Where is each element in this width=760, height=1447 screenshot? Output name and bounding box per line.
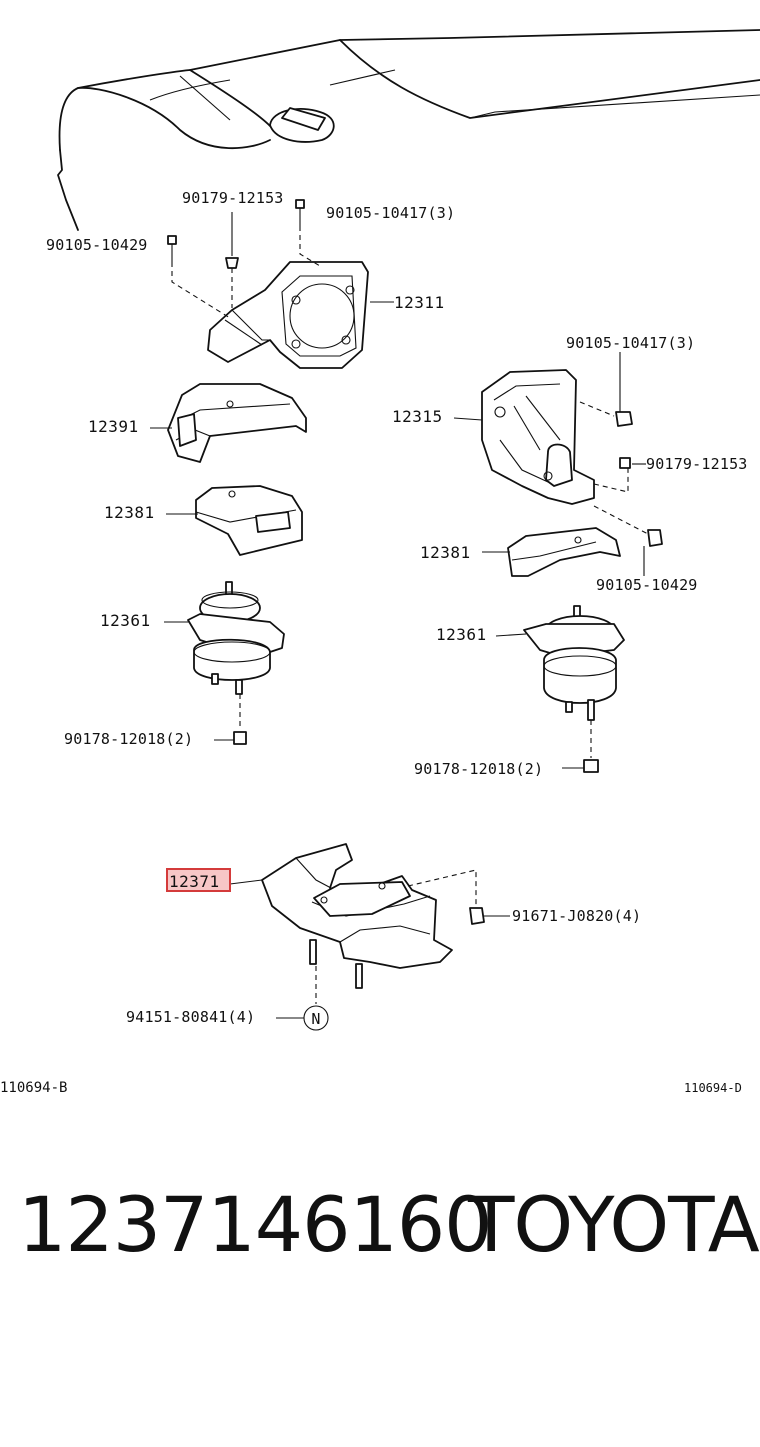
label-12381-left[interactable]: 12381 [104,503,155,522]
circle-n-marker [303,1005,329,1031]
footer: 1237146160 TOYOTA [0,1180,760,1290]
right-fasteners-drawing [579,352,663,576]
brand-name: TOYOTA [468,1180,760,1269]
label-90178-12018-left[interactable]: 90178-12018(2) [64,730,193,748]
label-90179-12153-top[interactable]: 90179-12153 [182,189,284,207]
cover-12391-drawing [167,383,307,463]
label-12361-right[interactable]: 12361 [436,625,487,644]
bracket-12371-drawing [261,843,485,1004]
bracket-12315-drawing [481,369,595,505]
label-90178-12018-right[interactable]: 90178-12018(2) [414,760,543,778]
mount-12361-left-drawing [187,581,285,745]
highlight-background [167,869,230,891]
label-12361-left[interactable]: 12361 [100,611,151,630]
label-12391[interactable]: 12391 [88,417,139,436]
label-12315[interactable]: 12315 [392,407,443,426]
top-fasteners-drawing [167,199,321,319]
label-12371[interactable]: 12371 [169,872,220,891]
bracket-12311-drawing [207,261,369,369]
plate-12381-left-drawing [195,485,303,556]
parts-diagram: N 90179-12153 90105-10417(3) 90105-10429… [0,29,760,1096]
mount-12361-right-drawing [523,605,625,773]
plate-12381-right-drawing [507,527,621,577]
label-90105-10429-top[interactable]: 90105-10429 [46,236,148,254]
label-12381-right[interactable]: 12381 [420,543,471,562]
label-90105-10429-right[interactable]: 90105-10429 [596,576,698,594]
label-94151-80841[interactable]: 94151-80841(4) [126,1008,255,1026]
highlight-box-12371 [166,868,231,892]
circle-n-label: N [311,1010,320,1028]
label-90179-12153-right[interactable]: 90179-12153 [646,455,748,473]
part-number: 1237146160 [18,1180,493,1269]
label-12311[interactable]: 12311 [394,293,445,312]
label-90105-10417-right[interactable]: 90105-10417(3) [566,334,695,352]
engine-block-drawing [57,29,760,231]
label-91671-j0820[interactable]: 91671-J0820(4) [512,907,641,925]
leader-lines [150,301,646,1019]
figure-code-left: 110694-B [0,1080,67,1096]
figure-code-right: 110694-D [684,1081,742,1095]
label-90105-10417-top[interactable]: 90105-10417(3) [326,204,455,222]
